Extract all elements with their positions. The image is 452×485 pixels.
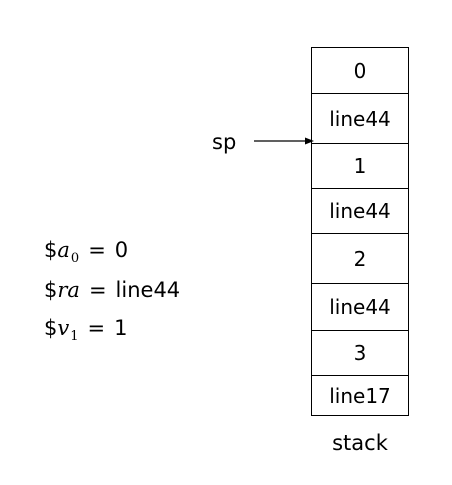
stack-cell-5: line44 <box>312 283 408 330</box>
stack-cell-value: 3 <box>353 341 367 365</box>
stack-box: 0 line44 1 line44 2 line44 3 line17 <box>311 47 409 416</box>
register-value: line44 <box>115 278 181 302</box>
register-name: a <box>57 238 70 262</box>
register-v1: $v1=1 <box>44 316 128 344</box>
register-name: ra <box>57 278 80 302</box>
equals-sign: = <box>87 316 106 340</box>
stack-cell-4: 2 <box>312 233 408 283</box>
register-symbol: $ <box>44 278 58 302</box>
stack-cell-value: 0 <box>353 58 367 83</box>
sp-arrow-icon <box>254 137 314 145</box>
stack-cell-value: line17 <box>329 383 391 408</box>
sp-label: sp <box>212 130 237 154</box>
stack-cell-value: line44 <box>329 106 391 131</box>
stack-cell-1: line44 <box>312 93 408 143</box>
stack-caption: stack <box>332 431 388 455</box>
register-symbol: $ <box>44 316 58 340</box>
equals-sign: = <box>88 278 107 302</box>
register-value: 1 <box>114 316 128 340</box>
register-symbol: $ <box>44 238 58 262</box>
register-name: v <box>57 316 70 340</box>
stack-cell-3: line44 <box>312 188 408 233</box>
stack-cell-value: 1 <box>353 154 367 178</box>
stack-cell-7: line17 <box>312 375 408 415</box>
register-ra: $ra = line44 <box>44 280 180 301</box>
stack-cell-value: line44 <box>329 199 391 223</box>
register-value: 0 <box>114 238 129 262</box>
stack-cell-6: 3 <box>312 330 408 375</box>
equals-sign: = <box>88 238 106 262</box>
stack-cell-0: 0 <box>312 48 408 93</box>
register-a0: $a0=0 <box>44 238 129 266</box>
register-subscript: 1 <box>70 329 79 344</box>
stack-cell-2: 1 <box>312 143 408 188</box>
stack-cell-value: line44 <box>329 295 391 319</box>
stack-cell-value: 2 <box>353 246 367 271</box>
register-subscript: 0 <box>70 251 80 266</box>
